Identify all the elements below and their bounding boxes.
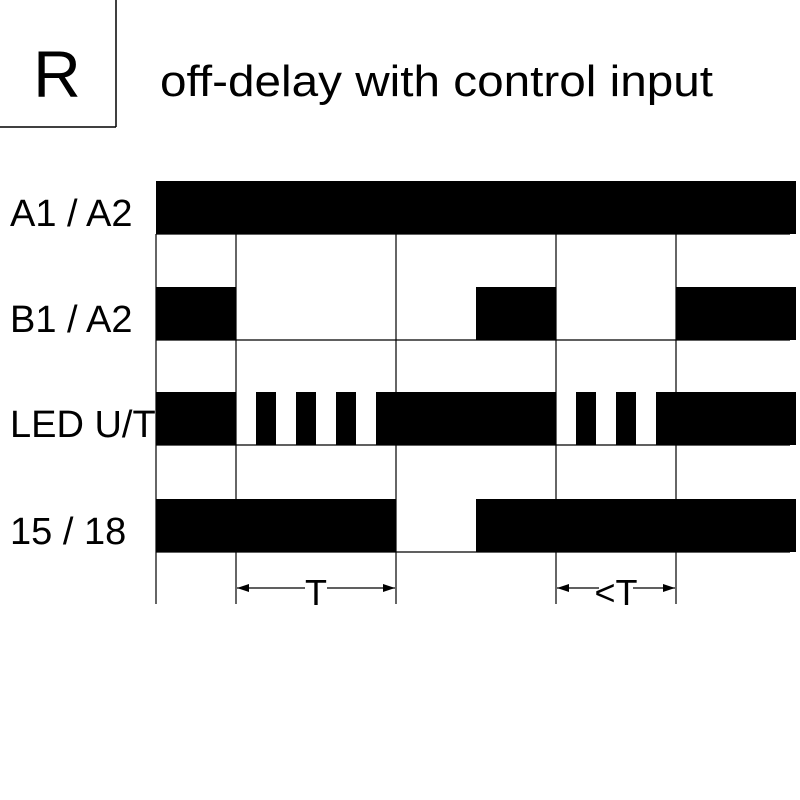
arrowhead-left (557, 584, 569, 592)
signal-high-segment (156, 287, 236, 340)
signal-label: LED U/T (10, 404, 156, 446)
signal-high-segment (156, 392, 236, 445)
signal-row: 15 / 18 (10, 499, 796, 553)
signal-high-segment (376, 392, 556, 445)
time-markers (155, 234, 677, 604)
signal-row: LED U/T (10, 392, 796, 446)
mode-letter: R (33, 37, 81, 111)
interval-arrow: T (237, 572, 395, 613)
signal-high-segment (656, 392, 796, 445)
time-intervals: T <T (237, 572, 675, 613)
signal-high-segment (156, 181, 796, 234)
signal-high-segment (476, 287, 556, 340)
signal-high-segment (676, 287, 796, 340)
signal-high-segment (576, 392, 596, 445)
signal-row: B1 / A2 (10, 287, 796, 341)
signal-label: B1 / A2 (10, 299, 133, 341)
interval-label: <T (594, 572, 637, 613)
mode-box: R (0, 0, 117, 128)
interval-arrow: <T (557, 572, 675, 613)
arrowhead-right (383, 584, 395, 592)
signal-label: 15 / 18 (10, 511, 126, 553)
arrowhead-left (237, 584, 249, 592)
signal-high-segment (296, 392, 316, 445)
signal-high-segment (156, 499, 396, 552)
signal-high-segment (336, 392, 356, 445)
signal-rows: A1 / A2 B1 / A2 LED U/T 15 / 18 (10, 181, 796, 553)
arrowhead-right (663, 584, 675, 592)
signal-high-segment (616, 392, 636, 445)
signal-row: A1 / A2 (10, 181, 796, 235)
signal-high-segment (256, 392, 276, 445)
diagram-title: off-delay with control input (160, 57, 713, 106)
signal-label: A1 / A2 (10, 193, 133, 235)
signal-high-segment (476, 499, 796, 552)
interval-label: T (305, 572, 327, 613)
